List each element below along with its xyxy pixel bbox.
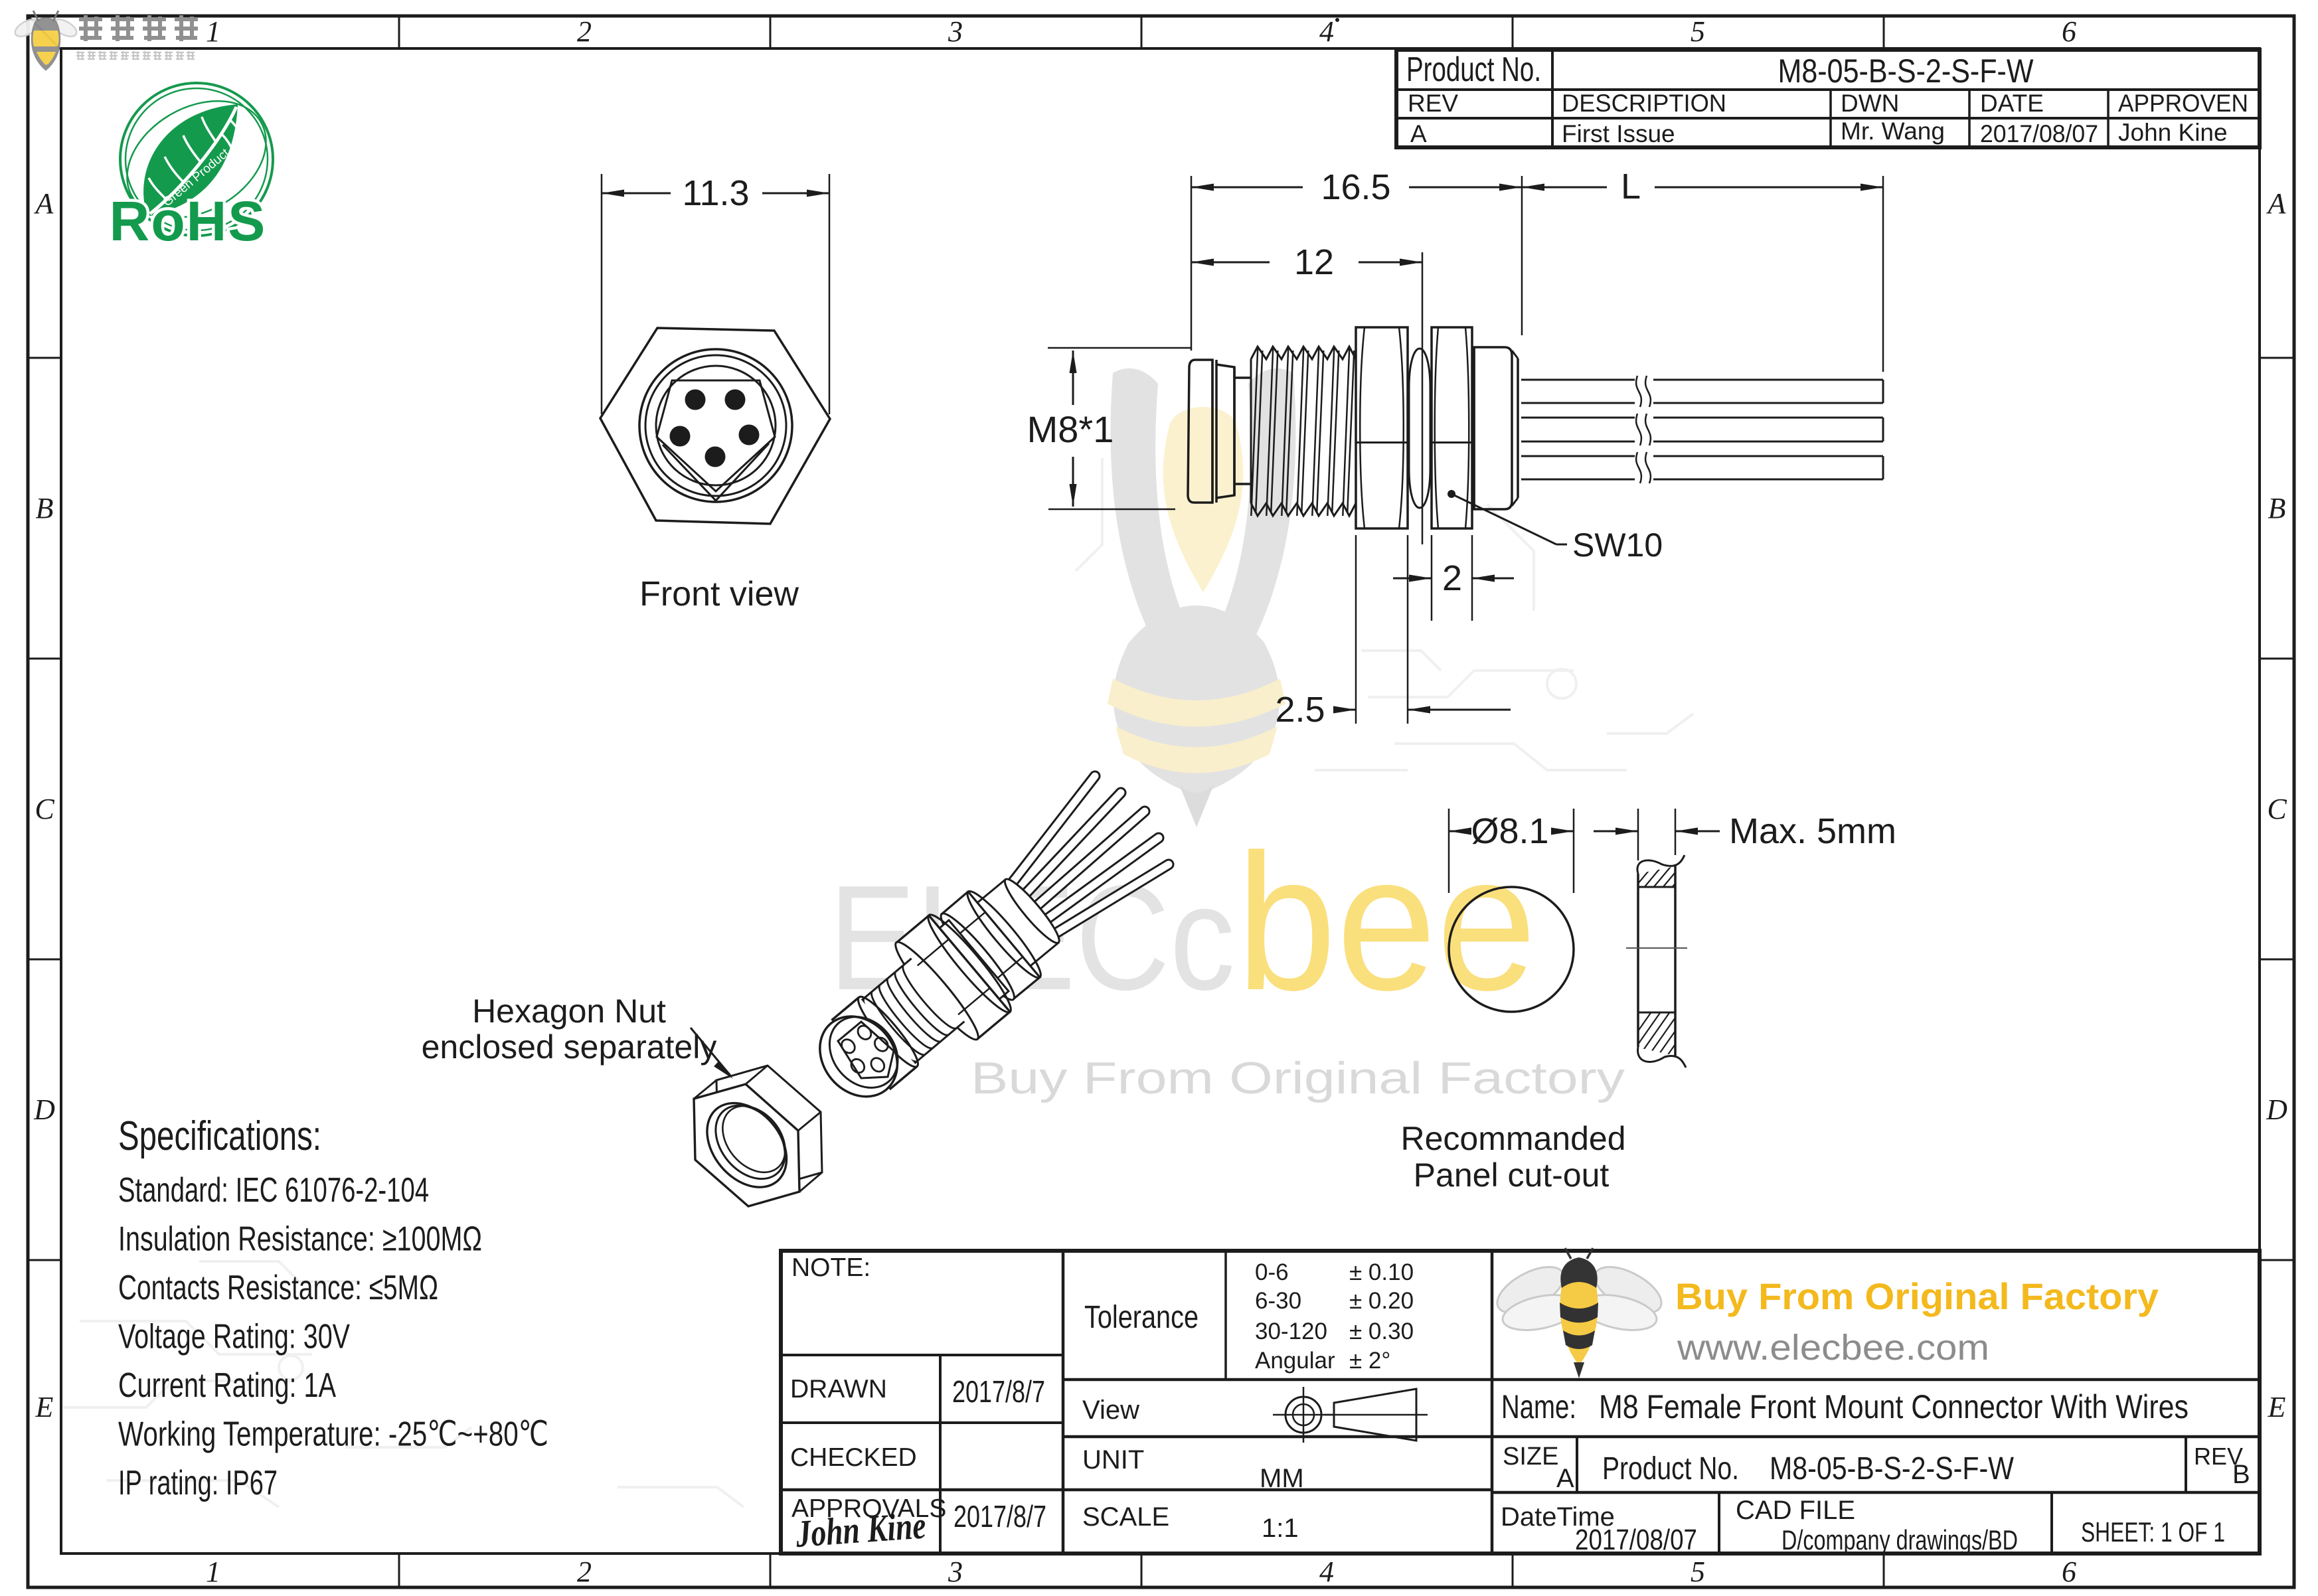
svg-text:SIZE: SIZE <box>1503 1443 1558 1471</box>
svg-text:DRAWN: DRAWN <box>790 1375 887 1403</box>
svg-text:Tolerance: Tolerance <box>1084 1300 1199 1335</box>
svg-text:APPROVEN: APPROVEN <box>2118 90 2248 117</box>
svg-text:2: 2 <box>1442 558 1462 598</box>
svg-text:Mr. Wang: Mr. Wang <box>1841 118 1945 145</box>
svg-text:12: 12 <box>1294 242 1334 282</box>
svg-text:4: 4 <box>1319 15 1334 48</box>
svg-text:Buy From Original Factory: Buy From Original Factory <box>971 1053 1625 1103</box>
svg-text:5: 5 <box>1691 1556 1705 1588</box>
svg-text:John Kine: John Kine <box>794 1503 928 1556</box>
svg-text:1: 1 <box>206 15 220 48</box>
svg-text:Ø8.1: Ø8.1 <box>1471 811 1548 851</box>
svg-text:CHECKED: CHECKED <box>790 1443 917 1472</box>
svg-text:APPROVALS: APPROVALS <box>791 1494 946 1523</box>
svg-text:CAD FILE: CAD FILE <box>1736 1496 1855 1525</box>
svg-text:2017/08/07: 2017/08/07 <box>1980 120 2098 147</box>
svg-text:IP rating: IP67: IP rating: IP67 <box>118 1464 278 1502</box>
svg-text:B: B <box>2232 1460 2250 1489</box>
svg-text:REV: REV <box>1408 90 1458 117</box>
svg-text:D/company drawings/BD: D/company drawings/BD <box>1781 1524 2018 1556</box>
svg-text:16.5: 16.5 <box>1321 167 1390 207</box>
svg-text:Front view: Front view <box>639 575 799 613</box>
svg-text:L: L <box>1621 167 1641 206</box>
svg-text:2.5: 2.5 <box>1275 690 1325 730</box>
svg-text:2: 2 <box>577 1556 592 1588</box>
svg-text:D: D <box>2266 1093 2287 1126</box>
svg-text:2017/8/7: 2017/8/7 <box>952 1374 1045 1409</box>
svg-text:2017/08/07: 2017/08/07 <box>1575 1524 1697 1556</box>
svg-text:Panel cut-out: Panel cut-out <box>1414 1157 1610 1194</box>
svg-text:Voltage Rating: 30V: Voltage Rating: 30V <box>118 1318 350 1356</box>
svg-text:E: E <box>2268 1391 2286 1423</box>
svg-text:6: 6 <box>2062 15 2076 48</box>
svg-text:B: B <box>36 492 54 524</box>
svg-text:± 0.30: ± 0.30 <box>1349 1318 1414 1344</box>
svg-text:6-30: 6-30 <box>1255 1288 1301 1314</box>
svg-text:Buy From Original Factory: Buy From Original Factory <box>1675 1275 2159 1317</box>
svg-text:Insulation Resistance: ≥100MΩ: Insulation Resistance: ≥100MΩ <box>118 1220 482 1259</box>
svg-text:± 0.10: ± 0.10 <box>1349 1259 1414 1285</box>
svg-text:B: B <box>2268 492 2286 524</box>
svg-text:0-6: 0-6 <box>1255 1259 1289 1285</box>
svg-text:5: 5 <box>1691 15 1705 48</box>
svg-text:Working Temperature: -25℃~+80℃: Working Temperature: -25℃~+80℃ <box>118 1415 548 1454</box>
svg-text:D: D <box>33 1093 55 1126</box>
svg-text:Angular: Angular <box>1255 1348 1335 1374</box>
svg-text:REV: REV <box>2194 1443 2243 1470</box>
svg-text:DATE: DATE <box>1980 90 2044 117</box>
svg-text:M8*1: M8*1 <box>1027 408 1114 450</box>
svg-text:± 2°: ± 2° <box>1349 1348 1390 1374</box>
svg-text:SHEET: 1 OF 1: SHEET: 1 OF 1 <box>2081 1516 2225 1548</box>
svg-text:A: A <box>1410 120 1427 147</box>
svg-text:30-120: 30-120 <box>1255 1318 1327 1344</box>
svg-text:A: A <box>1556 1464 1574 1493</box>
svg-text:Standard: IEC 61076-2-104: Standard: IEC 61076-2-104 <box>118 1171 429 1210</box>
svg-text:SW10: SW10 <box>1572 526 1663 564</box>
svg-text:C: C <box>2267 793 2287 825</box>
svg-text:DESCRIPTION: DESCRIPTION <box>1562 90 1726 117</box>
svg-text:SCALE: SCALE <box>1082 1502 1169 1532</box>
svg-text:M8 Female Front Mount Connecto: M8 Female Front Mount Connector With Wir… <box>1599 1388 2189 1425</box>
svg-text:Max. 5mm: Max. 5mm <box>1729 811 1896 851</box>
svg-text:± 0.20: ± 0.20 <box>1349 1288 1414 1314</box>
svg-text:3: 3 <box>948 15 963 48</box>
svg-text:UNIT: UNIT <box>1082 1445 1144 1475</box>
svg-text:Specifications:: Specifications: <box>118 1113 321 1159</box>
svg-text:E: E <box>35 1391 54 1423</box>
svg-text:MM: MM <box>1260 1464 1304 1493</box>
svg-text:Name:: Name: <box>1501 1388 1576 1425</box>
svg-text:1: 1 <box>206 1556 220 1588</box>
svg-text:First Issue: First Issue <box>1562 120 1675 147</box>
svg-text:NOTE:: NOTE: <box>791 1253 870 1282</box>
svg-text:DateTime: DateTime <box>1501 1502 1615 1532</box>
svg-text:bee: bee <box>1236 814 1536 1030</box>
svg-text:Current Rating: 1A: Current Rating: 1A <box>118 1366 336 1405</box>
svg-text:Hexagon Nut: Hexagon Nut <box>472 993 666 1030</box>
svg-text:4: 4 <box>1319 1556 1334 1588</box>
svg-text:2017/8/7: 2017/8/7 <box>953 1499 1046 1534</box>
svg-text:Product No.: Product No. <box>1406 50 1541 89</box>
svg-text:A: A <box>2266 187 2287 220</box>
svg-text:enclosed separately: enclosed separately <box>422 1028 717 1066</box>
svg-text:RoHS: RoHS <box>110 190 267 252</box>
svg-text:6: 6 <box>2062 1556 2076 1588</box>
svg-text:C: C <box>35 793 54 825</box>
svg-text:11.3: 11.3 <box>682 173 749 213</box>
svg-text:Recommanded: Recommanded <box>1400 1120 1625 1157</box>
svg-text:M8-05-B-S-2-S-F-W: M8-05-B-S-2-S-F-W <box>1778 52 2034 90</box>
svg-text:Contacts Resistance: ≤5MΩ: Contacts Resistance: ≤5MΩ <box>118 1269 438 1307</box>
svg-text:3: 3 <box>948 1556 963 1588</box>
svg-text:M8-05-B-S-2-S-F-W: M8-05-B-S-2-S-F-W <box>1770 1451 2015 1486</box>
svg-text:1:1: 1:1 <box>1262 1514 1299 1543</box>
svg-text:www.elecbee.com: www.elecbee.com <box>1677 1328 1989 1368</box>
svg-text:A: A <box>34 187 54 220</box>
svg-text:John Kine: John Kine <box>2118 119 2228 146</box>
svg-text:View: View <box>1082 1396 1139 1425</box>
svg-text:2: 2 <box>577 15 592 48</box>
svg-text:DWN: DWN <box>1841 90 1899 117</box>
svg-text:Product No.: Product No. <box>1602 1451 1739 1486</box>
